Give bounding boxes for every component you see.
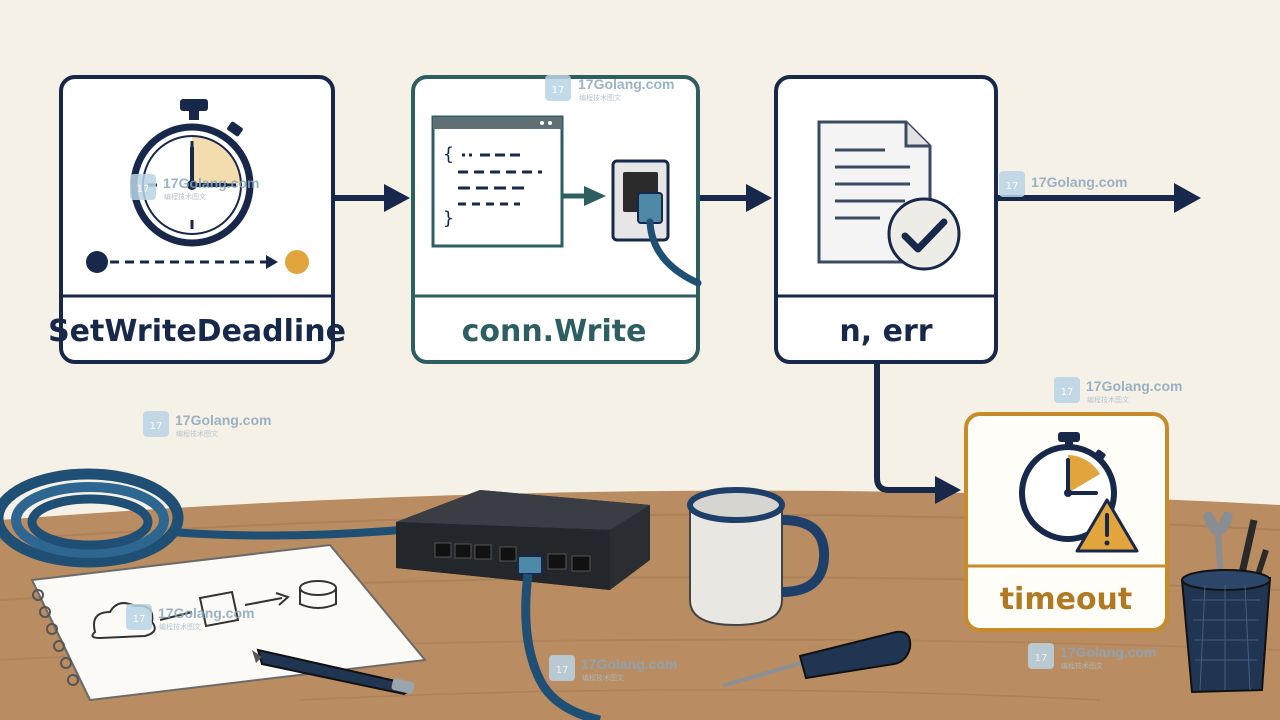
watermark: 17 17Golang.com 编程技术图文	[143, 411, 271, 438]
watermark-title: 17Golang.com	[163, 175, 259, 191]
flow-arrow-2	[700, 184, 772, 212]
watermark-badge: 17	[150, 421, 163, 432]
watermark-badge: 17	[1061, 387, 1074, 398]
watermark-badge: 17	[1035, 653, 1048, 664]
watermark-logo-icon	[549, 655, 575, 681]
watermark-subtitle: 编程技术图文	[164, 192, 206, 201]
pencil-cup-illustration	[1180, 511, 1272, 694]
step-label-conn-write: conn.Write	[462, 314, 647, 349]
watermark-subtitle: 编程技术图文	[159, 622, 201, 631]
watermark-badge: 17	[137, 184, 150, 195]
watermark: 17 17Golang.com 编程技术图文	[1028, 643, 1156, 670]
watermark-subtitle: 编程技术图文	[1087, 395, 1129, 404]
watermark-logo-icon	[1028, 643, 1054, 669]
coiled-cable-illustration	[0, 468, 401, 568]
network-switch-illustration	[396, 490, 650, 720]
watermark-subtitle: 编程技术图文	[579, 93, 621, 102]
watermark-logo-icon	[130, 174, 156, 200]
watermark-title: 17Golang.com	[175, 412, 271, 428]
watermark-badge: 17	[133, 614, 146, 625]
network-socket-icon	[611, 159, 702, 287]
watermark-logo-icon	[1054, 377, 1080, 403]
watermark: 17 17Golang.com 编程技术图文	[1054, 377, 1182, 404]
watermark-title: 17Golang.com	[581, 656, 677, 672]
watermark-title: 17Golang.com	[158, 605, 254, 621]
step-card-timeout: timeout	[964, 412, 1169, 632]
branch-arrow-timeout	[874, 364, 961, 504]
watermark-subtitle: 编程技术图文	[176, 429, 218, 438]
code-window-icon: { }	[431, 115, 564, 248]
watermark-logo-icon	[999, 171, 1025, 197]
watermark-title: 17Golang.com	[1086, 378, 1182, 394]
watermark-title: 17Golang.com	[1060, 644, 1156, 660]
svg-text:}: }	[443, 208, 454, 229]
document-check-icon	[817, 120, 961, 271]
watermark-badge: 17	[556, 665, 569, 676]
watermark: 17 17Golang.com 编程技术图文	[130, 174, 259, 201]
step-label-n-err: n, err	[839, 314, 932, 349]
svg-text:{: {	[443, 144, 454, 165]
watermark-subtitle: 编程技术图文	[582, 673, 624, 682]
watermark: 17 17Golang.com 编程技术图文	[549, 655, 677, 682]
step-label-set-write-deadline: SetWriteDeadline	[48, 314, 346, 349]
mug-illustration	[687, 487, 830, 627]
flow-arrow-3	[998, 183, 1201, 213]
watermark: 17 17Golang.com 编程技术图文	[126, 604, 254, 631]
pen-illustration	[252, 648, 415, 696]
arrow-to-socket-icon	[563, 186, 606, 206]
watermark-badge: 17	[552, 85, 565, 96]
watermark-logo-icon	[545, 75, 571, 101]
timeline-arrow-icon	[86, 250, 309, 274]
step-card-conn-write: { } conn.Write	[411, 75, 702, 364]
watermark: 17 17Golang.com	[999, 171, 1127, 197]
watermark-title: 17Golang.com	[578, 76, 674, 92]
watermark-logo-icon	[126, 604, 152, 630]
watermark-logo-icon	[143, 411, 169, 437]
notebook-illustration	[30, 543, 427, 702]
watermark: 17 17Golang.com 编程技术图文	[545, 75, 674, 102]
screwdriver-illustration	[723, 630, 912, 687]
watermark-subtitle: 编程技术图文	[1061, 661, 1103, 670]
flow-arrow-1	[335, 184, 410, 212]
step-card-set-write-deadline: SetWriteDeadline	[48, 75, 346, 364]
watermark-title: 17Golang.com	[1031, 174, 1127, 190]
step-label-timeout: timeout	[1000, 582, 1133, 617]
watermark-badge: 17	[1006, 181, 1019, 192]
step-card-n-err: n, err	[774, 75, 998, 364]
stopwatch-warning-icon	[1019, 432, 1139, 553]
